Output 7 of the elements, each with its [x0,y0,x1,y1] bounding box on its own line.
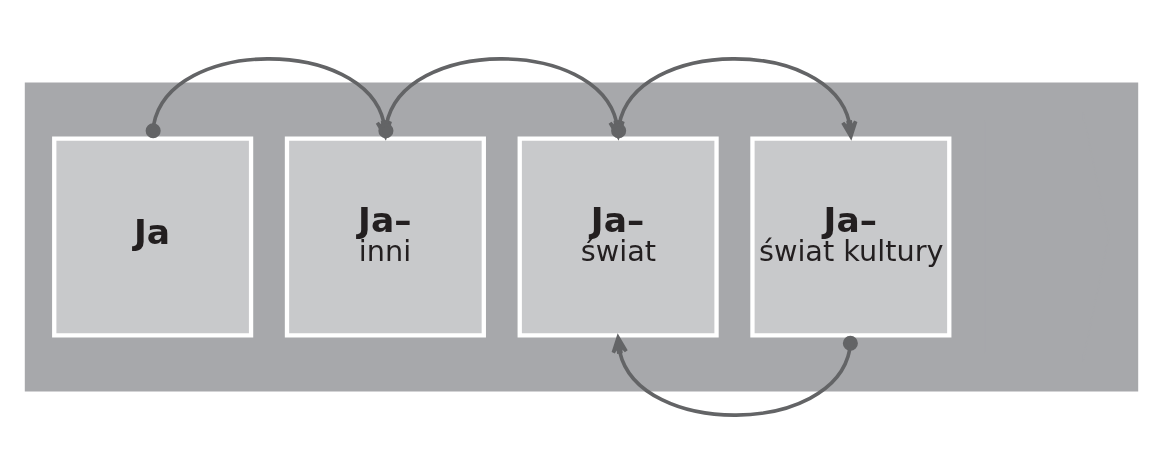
cluster [24,82,1139,392]
node-box: Ja– świat kultury [750,136,952,338]
arrow [611,335,858,417]
node-box: Ja– świat [517,136,719,338]
arrow [611,57,858,139]
node-box: Ja– inni [284,136,486,338]
node-box: Ja [52,136,254,338]
